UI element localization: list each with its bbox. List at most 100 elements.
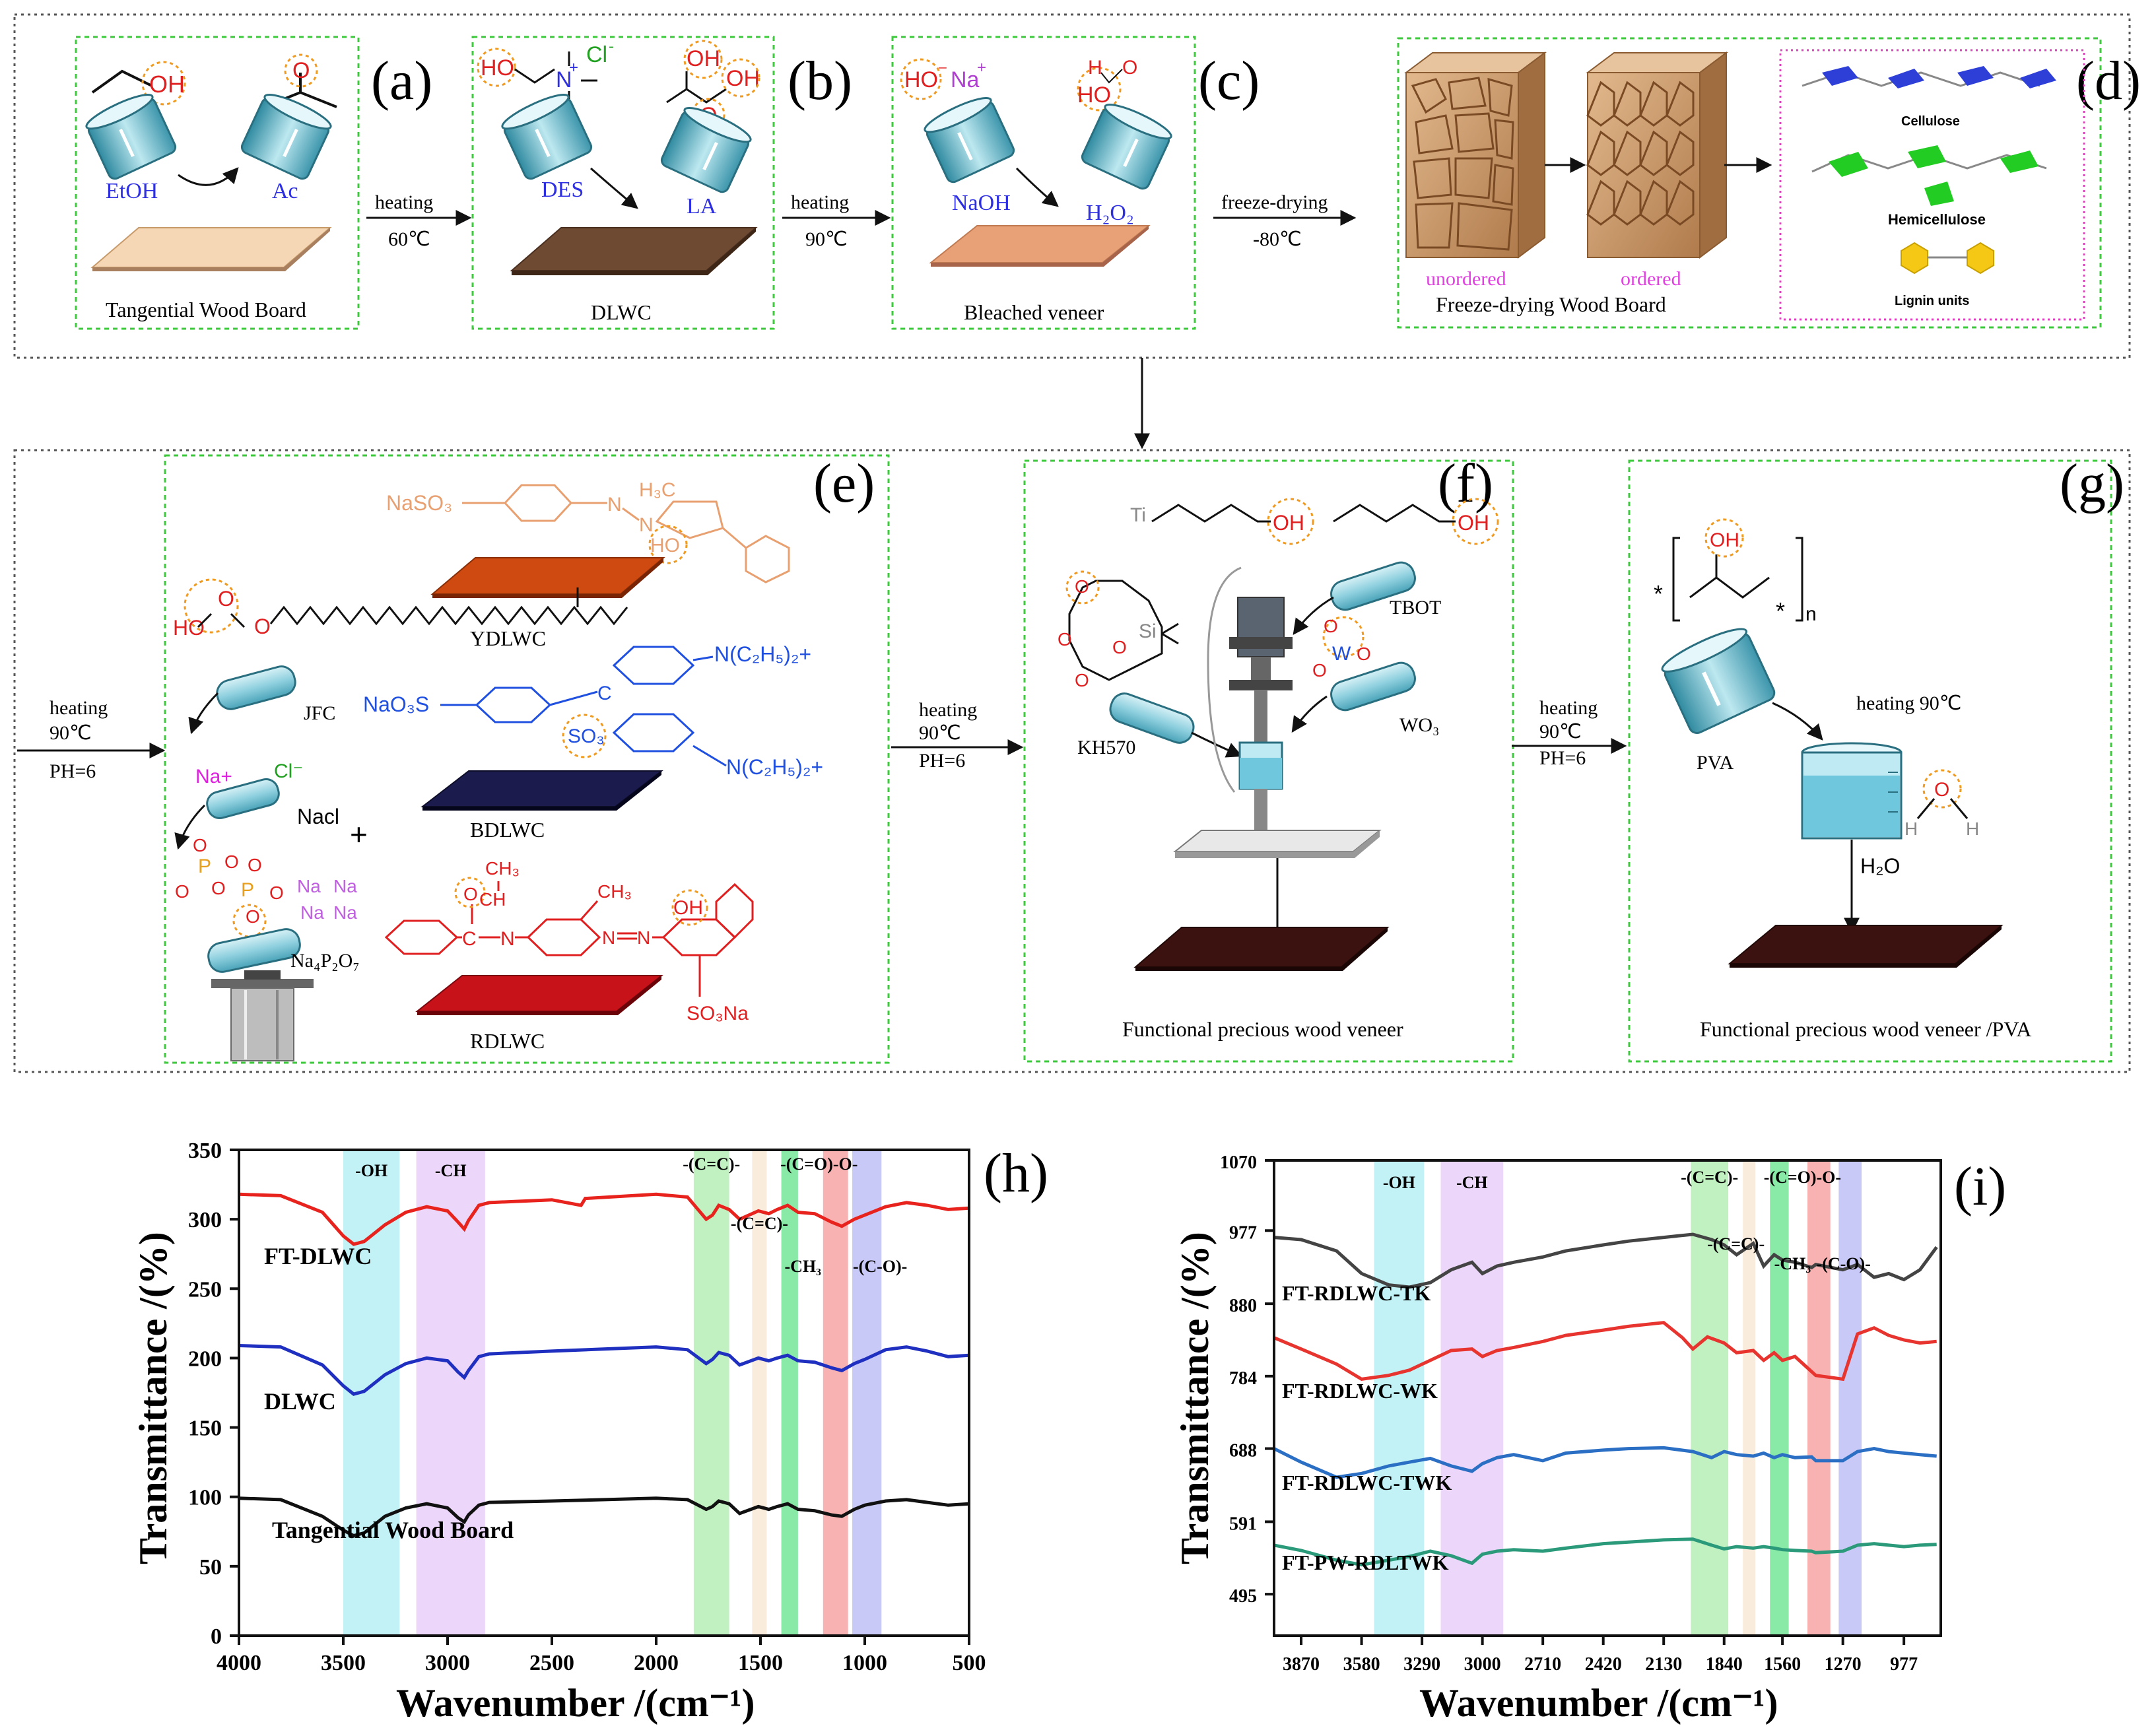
arrow-f-g-l1: heating bbox=[1539, 697, 1598, 719]
naoh-ho: HO bbox=[904, 67, 938, 92]
unordered-wood-block bbox=[1404, 51, 1547, 259]
kh570-label: KH570 bbox=[1077, 737, 1135, 758]
ftir-chart-i: -OH-CH-(C=C)--(C=C)--CH₃-(C=O)-O--(C-O)-… bbox=[1220, 1152, 1942, 1675]
pva-star2: * bbox=[1776, 597, 1785, 624]
plus-sign: + bbox=[350, 817, 368, 851]
red-o: O bbox=[463, 884, 478, 904]
kh570-structure: O O O O Si bbox=[1058, 570, 1179, 690]
chart-h-xtick-label-1: 3500 bbox=[321, 1651, 366, 1675]
ftir-chart-h: -OH-CH-(C=C)--(C=C)--CH₃-(C=O)-O--(C-O)-… bbox=[188, 1139, 986, 1675]
chart-i-series-label-0: FT-RDLWC-TK bbox=[1282, 1281, 1431, 1305]
yellow-n1: N bbox=[607, 494, 622, 516]
naoh-plus: + bbox=[977, 59, 986, 77]
tube-tbot bbox=[1330, 561, 1416, 611]
lignin-units bbox=[1901, 242, 1994, 275]
p-p1: P bbox=[198, 855, 211, 877]
carbonyl-highlight bbox=[284, 53, 318, 88]
chart-h-ytick-label-5: 250 bbox=[188, 1277, 222, 1302]
jfc-ho: HO bbox=[173, 616, 205, 640]
jfc-label: JFC bbox=[304, 702, 335, 724]
chart-h-ytick-label-4: 200 bbox=[188, 1347, 222, 1371]
chart-i-axes-frame bbox=[1273, 1159, 1942, 1637]
chart-h-series-0 bbox=[238, 1192, 970, 1246]
tube-wo3 bbox=[1330, 661, 1416, 712]
p-o6: O bbox=[269, 883, 284, 903]
chart-i-ytick-label-0: 495 bbox=[1229, 1586, 1257, 1607]
arrow-e-f-l3: PH=6 bbox=[919, 750, 965, 772]
panel-c-letter: (c) bbox=[1198, 50, 1260, 112]
p-o5: O bbox=[248, 855, 262, 875]
p-p2: P bbox=[241, 879, 254, 901]
chart-h-xtick-label-3: 2500 bbox=[529, 1651, 574, 1675]
pva-veneer-board bbox=[1728, 925, 2004, 964]
tube-jfc bbox=[216, 665, 296, 710]
jfc-o2: O bbox=[254, 615, 271, 638]
arrow-c-d-bottom: -80℃ bbox=[1253, 228, 1302, 250]
lactic-oh-highlight-2 bbox=[721, 58, 760, 98]
kh-o4: O bbox=[1112, 637, 1127, 657]
des-ho: HO bbox=[481, 55, 514, 81]
chart-h-axes bbox=[230, 1149, 970, 1645]
ordered-wood-block bbox=[1586, 51, 1728, 259]
chart-i-band-label-3: -(C=C)- bbox=[1707, 1234, 1765, 1253]
chart-h-axes-frame bbox=[238, 1149, 970, 1637]
naoh-ho-highlight bbox=[900, 58, 942, 100]
butanol-chain bbox=[1333, 504, 1456, 523]
red-c: C bbox=[462, 928, 477, 950]
chart-h-xlabel: Wavenumber /(cm⁻¹) bbox=[396, 1681, 755, 1725]
p-o3: O bbox=[224, 851, 239, 872]
tbot-oh-highlight bbox=[1267, 498, 1314, 545]
chart-h-ylabel: Transmittance /(%) bbox=[131, 1232, 175, 1564]
chart-h-band-6 bbox=[852, 1150, 882, 1636]
p-na-d: Na bbox=[333, 902, 357, 923]
yellow-ho-highlight bbox=[648, 525, 688, 564]
panel-b: (b) HO N + Cl - OH OH O DES LA DLWC bbox=[471, 36, 852, 330]
arrow-f-g-l3: PH=6 bbox=[1539, 747, 1586, 769]
chart-h-xtick-label-5: 1500 bbox=[738, 1651, 783, 1675]
water-h1: H bbox=[1904, 818, 1918, 839]
hydroxyl-highlight bbox=[141, 61, 186, 106]
p-na-b: Na bbox=[333, 876, 357, 896]
yellow-naso3: NaSO₃ bbox=[386, 491, 452, 515]
lactic-oh-highlight-1 bbox=[683, 40, 723, 79]
arrow-c-d-top: freeze-drying bbox=[1221, 191, 1328, 213]
kh-o3: O bbox=[1075, 670, 1089, 690]
chart-i-ytick-label-1: 591 bbox=[1229, 1514, 1257, 1534]
arrow-into-e-l1: heating bbox=[50, 697, 108, 719]
red-oh-highlight bbox=[671, 889, 708, 926]
chart-h-ytick-label-6: 300 bbox=[188, 1208, 222, 1232]
pva-oh: OH bbox=[1710, 529, 1739, 551]
arrow-jfc bbox=[188, 692, 219, 735]
pva-n: n bbox=[1805, 603, 1817, 625]
red-oh: OH bbox=[673, 897, 703, 919]
arrow-pva bbox=[1772, 702, 1823, 741]
phosphate-highlight bbox=[232, 904, 267, 938]
pva-structure: OH * * n bbox=[1654, 518, 1817, 625]
reagent-des: DES bbox=[541, 178, 584, 202]
panel-a: (a) OH O EtOH Ac Tangential Wood Board bbox=[75, 36, 432, 330]
bdlwc-label: BDLWC bbox=[470, 818, 545, 842]
jfc-highlight bbox=[184, 578, 239, 634]
naoh-minus: ⁻ bbox=[937, 61, 948, 83]
reagent-ac: Ac bbox=[272, 179, 298, 203]
tube-nacl bbox=[206, 778, 280, 820]
chart-i-xtick-label-10: 977 bbox=[1890, 1654, 1918, 1675]
freeze-drying-caption: Freeze-drying Wood Board bbox=[1436, 292, 1666, 316]
kh-o-highlight bbox=[1065, 570, 1100, 605]
chart-h-band-label-2: -(C=C)- bbox=[683, 1154, 740, 1174]
tbot-label: TBOT bbox=[1390, 597, 1441, 618]
panel-a-letter: (a) bbox=[371, 50, 432, 112]
components-box bbox=[1779, 49, 2085, 321]
unordered-label: unordered bbox=[1426, 268, 1506, 290]
chart-i-text: -OH-CH-(C=C)--(C=C)--CH₃-(C=O)-O--(C-O)-… bbox=[1220, 1152, 1918, 1675]
arrow-tbot bbox=[1293, 596, 1334, 635]
chart-h-series-label-2: Tangential Wood Board bbox=[272, 1517, 514, 1543]
panel-g: (g) OH * * n PVA heating 90℃ bbox=[1628, 453, 2124, 1063]
chart-h-ytick-label-1: 50 bbox=[199, 1555, 222, 1580]
chart-i-ytick-label-3: 784 bbox=[1229, 1368, 1257, 1389]
chart-h-band-1 bbox=[416, 1150, 485, 1636]
kh-si: Si bbox=[1139, 620, 1157, 642]
red-o-highlight bbox=[454, 877, 486, 908]
red-ch3b: CH₃ bbox=[597, 881, 632, 902]
